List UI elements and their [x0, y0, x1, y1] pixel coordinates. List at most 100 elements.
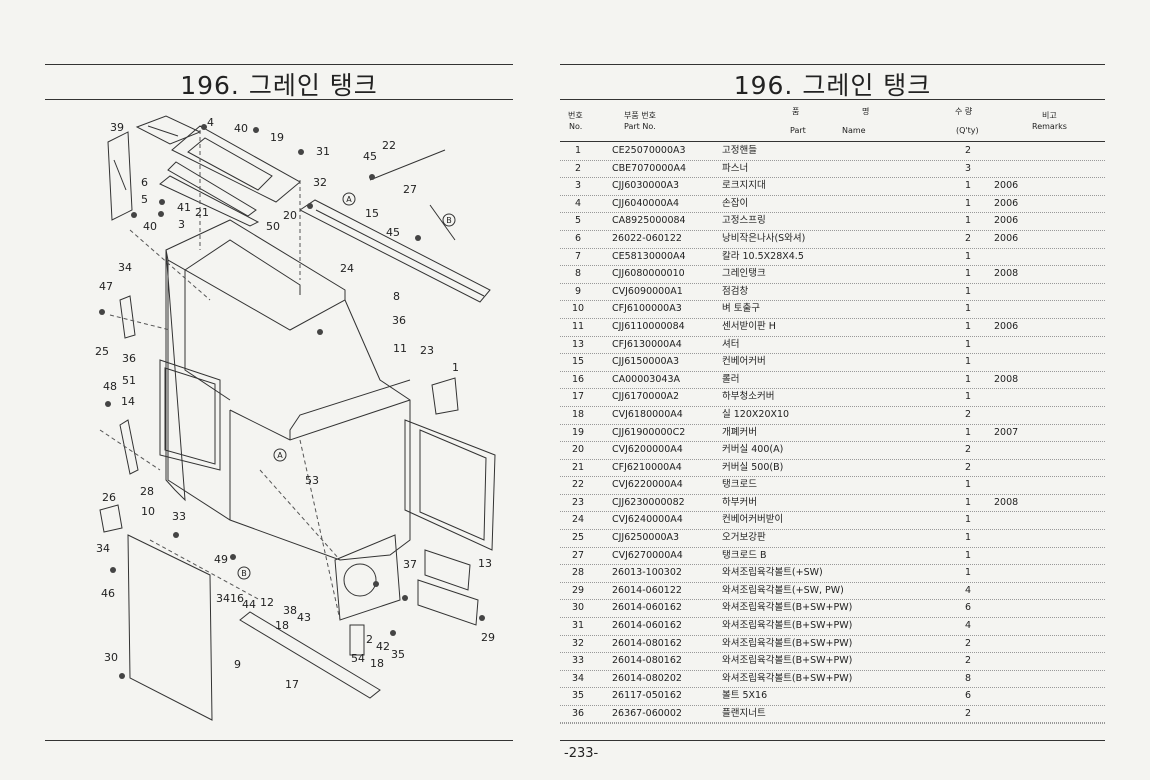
row-number: 22: [571, 479, 585, 491]
quantity: 1: [965, 426, 972, 438]
part-number: CJJ6080000010: [612, 268, 685, 280]
quantity: 1: [965, 180, 972, 192]
quantity: 6: [965, 690, 972, 702]
part-name: 탱크로드: [722, 479, 757, 491]
part-name: 실 120X20X10: [722, 408, 790, 420]
row-number: 18: [571, 408, 585, 420]
row-number: 32: [571, 637, 585, 649]
part-number: CVJ6090000A1: [612, 285, 683, 297]
callout-label: 22: [382, 139, 396, 152]
remarks: 2007: [994, 426, 1019, 438]
callout-label: 43: [297, 611, 311, 624]
part-name: 롤러: [722, 373, 740, 385]
part-name: 하부커버: [722, 496, 757, 508]
page-title: 196. 그레인 탱크: [180, 71, 378, 100]
part-number: CJJ6110000084: [612, 320, 685, 332]
table-header: 번호 No. 부품 번호 Part No. 품 명 Part Name 수 량 …: [560, 106, 1105, 142]
callout-label: 11: [393, 342, 407, 355]
part-number: CJJ61900000C2: [612, 426, 686, 438]
part-name: 센서받이판 H: [722, 320, 776, 332]
callout-label: 6: [141, 176, 148, 189]
row-number: 15: [571, 356, 585, 368]
callout-label: 19: [270, 131, 284, 144]
callout-label: 23: [420, 344, 434, 357]
part-number: 26014-080202: [612, 672, 682, 684]
part-name: 손잡이: [722, 197, 749, 209]
row-number: 5: [574, 215, 582, 227]
quantity: 1: [965, 373, 972, 385]
quantity: 2: [965, 708, 972, 719]
header-name-en-part: Part: [790, 126, 806, 135]
quantity: 3: [965, 162, 972, 174]
callout-label: B: [241, 569, 247, 578]
part-number: 26117-050162: [612, 690, 682, 702]
part-name: 점검창: [722, 285, 749, 297]
top-rule: [560, 64, 1105, 65]
row-number: 27: [571, 549, 585, 561]
quantity: 2: [965, 461, 972, 473]
row-number: 35: [571, 690, 585, 702]
row-number: 30: [571, 602, 585, 614]
callout-label: 3: [178, 218, 185, 231]
part-number: CE25070000A3: [612, 145, 686, 156]
part-number: 26367-060002: [612, 708, 682, 719]
callout-label: 2: [366, 633, 373, 646]
header-rule: [560, 141, 1105, 142]
quantity: 6: [965, 602, 972, 614]
remarks: 2008: [994, 373, 1019, 385]
row-number: 24: [571, 514, 585, 526]
callout-label: 12: [260, 596, 274, 609]
header-remarks-ko: 비고: [1042, 111, 1057, 120]
quantity: 1: [965, 320, 972, 332]
callout-label: 53: [305, 474, 319, 487]
blank-row: [560, 705, 1105, 706]
part-name: 커버실 500(B): [722, 461, 784, 473]
part-number: CJJ6040000A4: [612, 197, 680, 209]
callout-label: 36: [392, 314, 406, 327]
part-number: CJJ6150000A3: [612, 356, 680, 368]
quantity: 4: [965, 584, 972, 596]
part-name: 와셔조립육각볼트(B+SW+PW): [722, 672, 853, 684]
callout-label: 31: [316, 145, 330, 158]
callout-label: 13: [478, 557, 492, 570]
row-number: 4: [574, 197, 582, 209]
quantity: 8: [965, 672, 972, 684]
bottom-rule: [560, 740, 1105, 741]
part-name: 개폐커버: [722, 426, 757, 438]
row-number: 17: [571, 391, 585, 403]
callout-label: 1: [452, 361, 459, 374]
callout-label: 39: [110, 121, 124, 134]
quantity: 1: [965, 479, 972, 491]
header-remarks-en: Remarks: [1032, 122, 1067, 131]
callout-label: 30: [104, 651, 118, 664]
blank-row: [560, 722, 1105, 723]
callout-label: 45: [363, 150, 377, 163]
callout-label: 8: [393, 290, 400, 303]
header-qty-en: (Q'ty): [956, 126, 979, 135]
callout-label: 51: [122, 374, 136, 387]
callout-label: 33: [172, 510, 186, 523]
callout-label: 18: [275, 619, 289, 632]
header-name-ko-1: 품: [792, 107, 800, 116]
part-number: CA00003043A: [612, 373, 680, 385]
part-number: 26013-100302: [612, 567, 682, 579]
row-number: 1: [574, 145, 582, 156]
part-name: 와셔조립육각볼트(B+SW+PW): [722, 655, 853, 667]
part-number: CVJ6270000A4: [612, 549, 683, 561]
